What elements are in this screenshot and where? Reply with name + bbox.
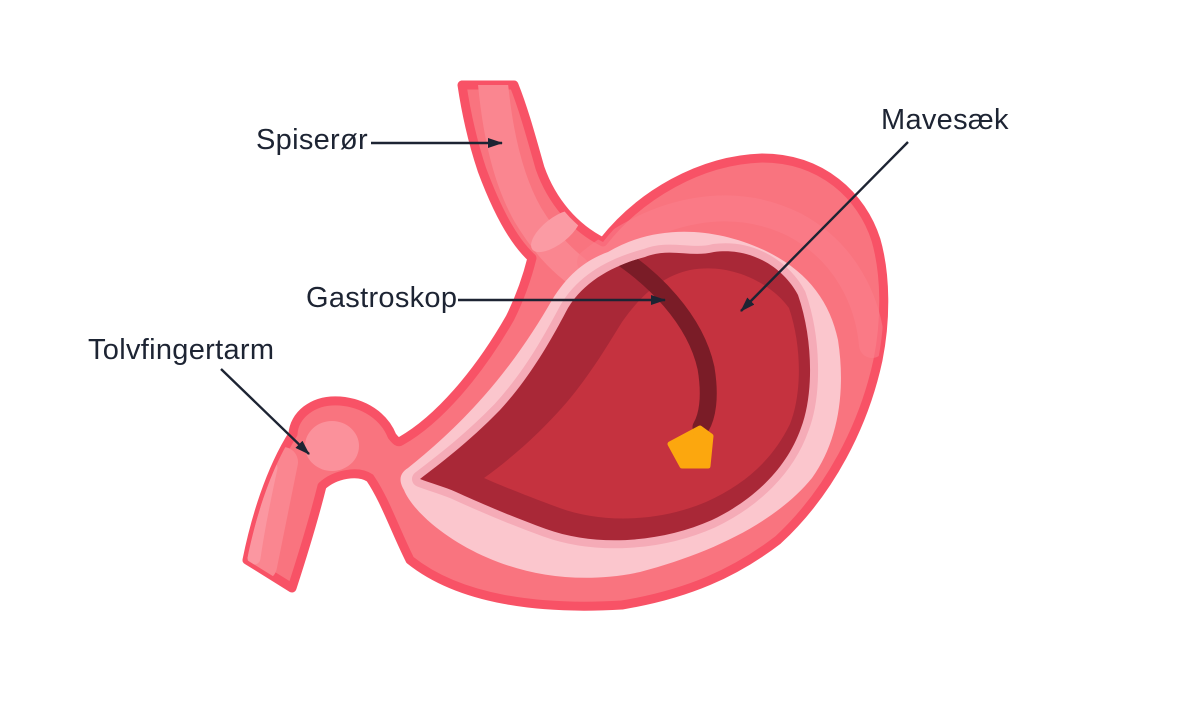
label-gastroscope: Gastroskop xyxy=(306,282,458,314)
gastroscope-tube xyxy=(591,251,717,436)
esophagus-highlight-stripe xyxy=(478,85,590,285)
pylorus-bulge-highlight xyxy=(305,421,359,471)
mavesaek-arrow xyxy=(740,141,909,312)
tolvfingertarm-arrow xyxy=(220,368,310,455)
label-duodenum: Tolvfingertarm xyxy=(88,334,275,366)
label-stomach: Mavesæk xyxy=(881,104,1009,136)
duodenum-highlight-stripe xyxy=(247,447,298,581)
label-esophagus: Spiserør xyxy=(256,124,368,156)
gastroscope-light-beam xyxy=(667,425,714,469)
cavity-highlight-shape xyxy=(484,268,799,519)
esophagus-highlight-blob xyxy=(531,209,581,253)
fundus-shading-arc xyxy=(577,195,884,358)
